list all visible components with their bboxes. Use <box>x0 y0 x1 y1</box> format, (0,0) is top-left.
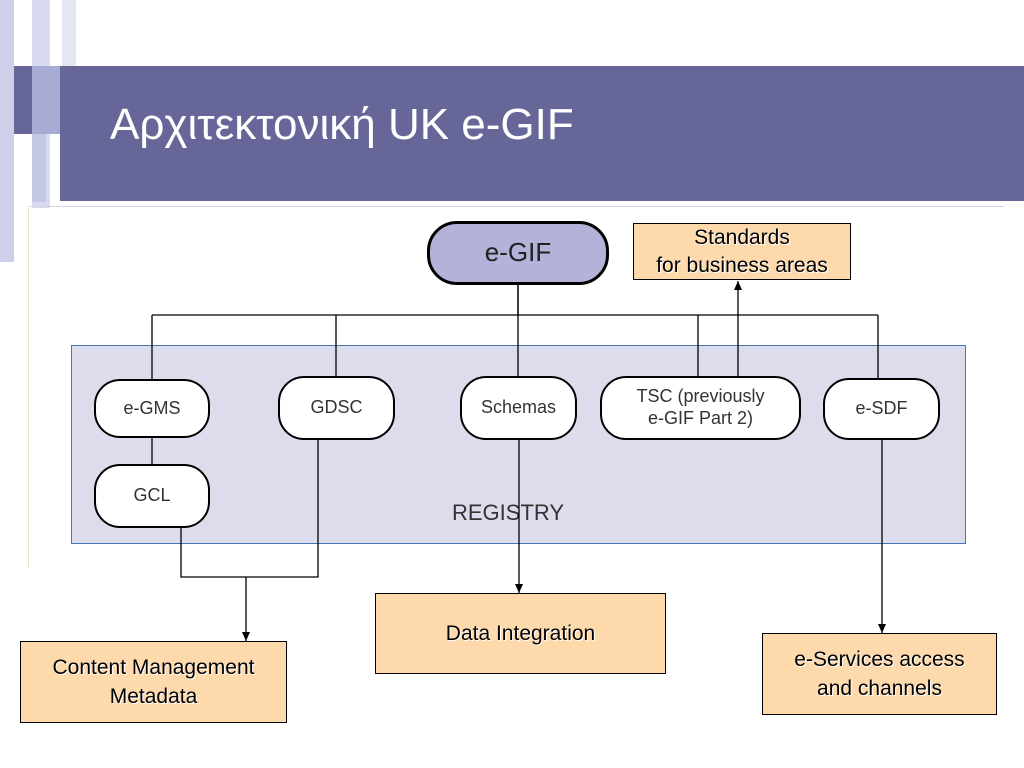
data-integration-box: Data Integration <box>375 593 666 674</box>
title-divider <box>30 206 1004 207</box>
standards-label: Standards for business areas <box>656 226 828 277</box>
esdf-node: e-SDF <box>823 378 940 440</box>
gdsc-node: GDSC <box>278 376 395 440</box>
schemas-node: Schemas <box>460 376 577 440</box>
schemas-label: Schemas <box>480 397 557 418</box>
eservices-label: e-Services access and channels <box>794 647 965 700</box>
gdsc-label: GDSC <box>310 397 363 418</box>
tsc-label: TSC (previously e-GIF Part 2) <box>636 386 765 428</box>
decor-block <box>14 66 32 134</box>
esdf-label: e-SDF <box>855 398 908 419</box>
egif-root-label: e-GIF <box>484 237 552 268</box>
title-bar <box>60 66 1024 201</box>
decor-block <box>32 66 60 134</box>
tsc-node: TSC (previously e-GIF Part 2) <box>600 376 801 440</box>
content-management-label: Content Management Metadata <box>52 655 255 708</box>
decor-block <box>62 0 76 66</box>
content-management-box: Content Management Metadata <box>20 641 287 723</box>
egms-label: e-GMS <box>123 397 181 418</box>
decor-block <box>0 0 14 262</box>
gcl-node: GCL <box>94 464 210 528</box>
egif-root-node: e-GIF <box>427 221 609 285</box>
slide-title: Αρχιτεκτονική UK e-GIF <box>110 100 574 149</box>
decor-block <box>14 0 32 66</box>
left-divider <box>28 206 29 568</box>
registry-label: REGISTRY <box>452 500 565 525</box>
data-integration-label: Data Integration <box>445 622 596 645</box>
decor-block <box>32 134 46 202</box>
standards-box: Standards for business areas <box>633 223 851 280</box>
gcl-label: GCL <box>133 485 171 506</box>
egms-node: e-GMS <box>94 379 210 438</box>
gcl-gdsc-merge-line <box>180 440 319 578</box>
eservices-box: e-Services access and channels <box>762 633 997 715</box>
